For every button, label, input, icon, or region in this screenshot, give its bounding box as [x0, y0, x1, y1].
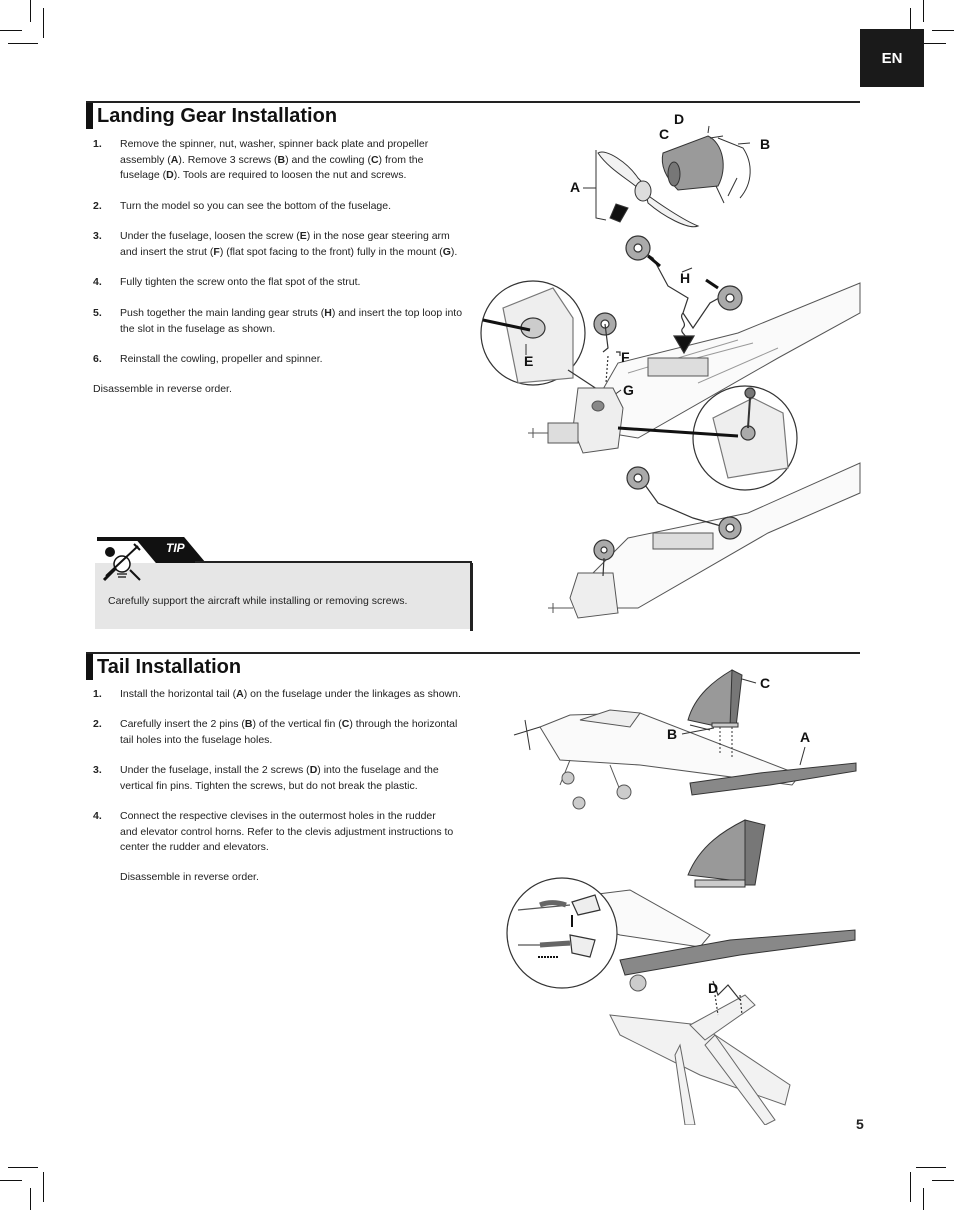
horizontal-tail-a — [689, 762, 857, 796]
landing-gear-step: 1. Remove the spinner, nut, washer, spin… — [93, 137, 473, 184]
crop-mark — [923, 0, 924, 22]
fuselage-bottom-view — [597, 282, 861, 439]
tip-rule — [195, 561, 472, 564]
callout-d: D — [674, 111, 684, 127]
tip-bar — [97, 537, 157, 541]
landing-gear-step: 4. Fully tighten the screw onto the flat… — [93, 275, 473, 291]
landing-gear-step: 5. Push together the main landing gear s… — [93, 306, 473, 337]
step-number: 5. — [93, 307, 102, 319]
tools-icon — [102, 543, 141, 582]
detail-circle-clevis — [506, 877, 618, 989]
disassemble-note: Disassemble in reverse order. — [93, 383, 232, 395]
crop-mark — [0, 1180, 22, 1181]
language-tab: EN — [860, 29, 924, 87]
crop-mark — [932, 30, 954, 31]
horizontal-tail-installed — [619, 929, 856, 976]
crop-mark — [8, 1167, 38, 1168]
crop-mark — [916, 43, 946, 44]
callout-c: C — [659, 126, 669, 142]
callout-g: G — [623, 382, 634, 398]
fuselage-underside-view — [609, 994, 791, 1125]
crop-mark — [0, 30, 22, 31]
vertical-fin-assembly — [687, 819, 766, 888]
airplane-side-view — [513, 709, 801, 810]
callout-h: H — [680, 270, 690, 286]
callout-a: A — [570, 179, 580, 195]
disassemble-note: Disassemble in reverse order. — [120, 871, 259, 883]
crop-mark — [30, 0, 31, 22]
crop-mark — [923, 1188, 924, 1210]
crop-mark — [916, 1167, 946, 1168]
callout-f: F — [621, 349, 630, 365]
crop-mark — [43, 8, 44, 38]
detail-circle-left — [480, 280, 604, 394]
main-gear-figure — [625, 235, 743, 355]
tail-step: 2. Carefully insert the 2 pins (B) of th… — [93, 717, 473, 748]
tip-label: TIP — [166, 541, 185, 555]
step-number: 3. — [93, 764, 102, 776]
detail-circle-right — [617, 385, 798, 491]
landing-gear-step: 2. Turn the model so you can see the bot… — [93, 199, 473, 215]
step-text: Under the fuselage, loosen the screw (E)… — [120, 230, 458, 258]
callout-b: B — [760, 136, 770, 152]
step-number: 4. — [93, 810, 102, 822]
step-number: 6. — [93, 353, 102, 365]
tip-text: Carefully support the aircraft while ins… — [108, 595, 408, 607]
tip-box — [95, 563, 473, 631]
crop-mark — [43, 1172, 44, 1202]
crop-mark — [910, 1172, 911, 1202]
fuselage-installed-view — [548, 462, 861, 619]
callout-tail-b: B — [667, 726, 677, 742]
callout-tail-a: A — [800, 729, 810, 745]
step-text: Reinstall the cowling, propeller and spi… — [120, 353, 323, 365]
step-text: Connect the respective clevises in the o… — [120, 810, 454, 853]
tail-step: 4. Connect the respective clevises in th… — [93, 809, 473, 856]
step-text: Under the fuselage, install the 2 screws… — [120, 764, 439, 792]
callout-tail-d: D — [708, 980, 718, 996]
landing-gear-step: 3. Under the fuselage, loosen the screw … — [93, 229, 473, 260]
step-text: Fully tighten the screw onto the flat sp… — [120, 276, 361, 288]
step-number: 2. — [93, 200, 102, 212]
tail-step: 1. Install the horizontal tail (A) on th… — [93, 687, 483, 703]
tail-illustration: C B A D — [506, 669, 857, 1125]
crop-mark — [910, 8, 911, 38]
propeller-cowling-figure — [583, 125, 751, 228]
step-text: Push together the main landing gear stru… — [120, 307, 463, 335]
step-number: 3. — [93, 230, 102, 242]
step-number: 4. — [93, 276, 102, 288]
landing-gear-illustration: A B C D H F G E — [480, 111, 861, 619]
step-text: Turn the model so you can see the bottom… — [120, 200, 392, 212]
callout-tail-c: C — [760, 675, 770, 691]
crop-mark — [932, 1180, 954, 1181]
vertical-fin-c — [687, 669, 743, 757]
landing-gear-step: 6. Reinstall the cowling, propeller and … — [93, 352, 473, 368]
crop-mark — [30, 1188, 31, 1210]
step-text: Remove the spinner, nut, washer, spinner… — [120, 138, 429, 181]
step-number: 1. — [93, 138, 102, 150]
page-number: 5 — [856, 1116, 864, 1132]
section-rule — [86, 652, 860, 654]
step-text: Carefully insert the 2 pins (B) of the v… — [120, 718, 458, 746]
tail-title: Tail Installation — [86, 654, 241, 680]
section-rule — [86, 101, 860, 103]
step-number: 1. — [93, 688, 102, 700]
crop-mark — [8, 43, 38, 44]
tail-step: 3. Under the fuselage, install the 2 scr… — [93, 763, 473, 794]
landing-gear-title: Landing Gear Installation — [86, 103, 337, 129]
step-number: 2. — [93, 718, 102, 730]
callout-e: E — [524, 353, 533, 369]
step-text: Install the horizontal tail (A) on the f… — [120, 688, 461, 700]
